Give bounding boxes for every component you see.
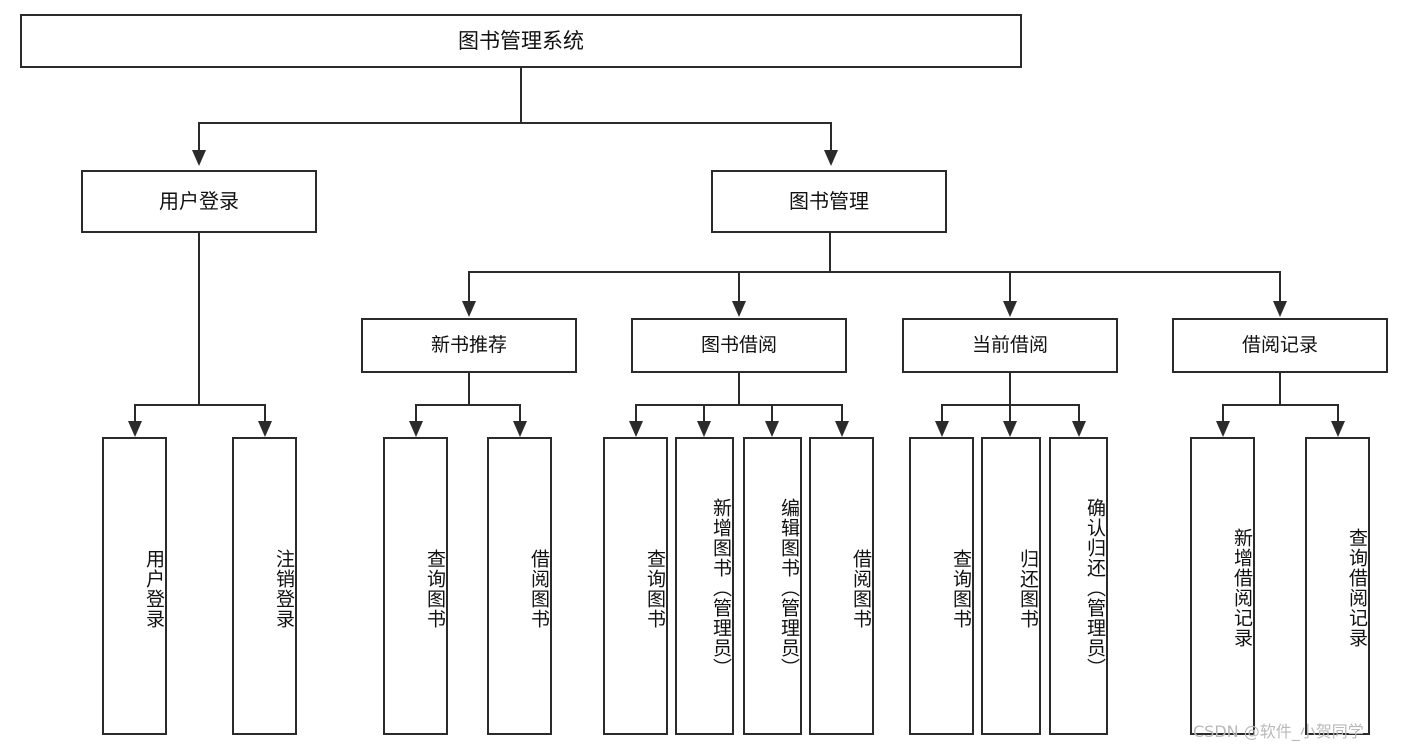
node-borrow-record-label: 借阅记录 [1241, 333, 1318, 356]
connector-book-borrow-drop-3 [771, 404, 773, 421]
node-user-login[interactable]: 用户登录 [81, 170, 317, 233]
node-leaf-query-book-1[interactable]: 查询图书 [383, 437, 448, 735]
arrow-level2-new-book-recommend [462, 301, 476, 317]
node-leaf-logout-login-label: 注销登录 [273, 549, 295, 629]
node-root-label: 图书管理系统 [458, 28, 584, 53]
node-root-system[interactable]: 图书管理系统 [20, 14, 1022, 68]
arrow-level1-book-manage [824, 150, 838, 166]
node-leaf-edit-book-label: 编辑图书（管理员） [778, 498, 800, 678]
node-book-manage-label: 图书管理 [789, 189, 869, 213]
arrow-leaf-query-book-1 [409, 421, 423, 437]
connector-level1-bus [198, 122, 832, 124]
arrow-leaf-add-book [697, 421, 711, 437]
arrow-level2-current-borrow [1003, 301, 1017, 317]
node-leaf-edit-book[interactable]: 编辑图书（管理员） [743, 437, 802, 735]
node-leaf-query-record-label: 查询借阅记录 [1346, 528, 1368, 648]
csdn-watermark: CSDN @软件_小贺同学 [1193, 722, 1364, 741]
connector-new-book-bus [415, 404, 521, 406]
node-book-borrow[interactable]: 图书借阅 [631, 318, 847, 373]
connector-level2-drop-current-borrow [1009, 271, 1011, 301]
arrow-level2-borrow-record [1273, 301, 1287, 317]
node-book-borrow-label: 图书借阅 [700, 333, 777, 356]
node-leaf-add-book-label: 新增图书（管理员） [710, 498, 732, 678]
node-book-manage[interactable]: 图书管理 [711, 170, 947, 233]
node-borrow-record[interactable]: 借阅记录 [1172, 318, 1388, 373]
arrow-leaf-return-book [1003, 421, 1017, 437]
node-leaf-add-record[interactable]: 新增借阅记录 [1190, 437, 1255, 735]
connector-new-book-drop-2 [519, 404, 521, 421]
node-leaf-confirm-return[interactable]: 确认归还（管理员） [1049, 437, 1108, 735]
node-leaf-borrow-book-1[interactable]: 借阅图书 [487, 437, 552, 735]
node-leaf-user-login[interactable]: 用户登录 [102, 437, 167, 735]
connector-user-login-drop-1 [134, 404, 136, 421]
connector-borrow-record-bus [1222, 404, 1339, 406]
connector-current-borrow-drop-1 [941, 404, 943, 421]
connector-book-manage-stem [829, 233, 831, 272]
connector-book-borrow-bus [635, 404, 843, 406]
connector-book-borrow-drop-1 [635, 404, 637, 421]
connector-borrow-record-stem [1279, 373, 1281, 405]
connector-level2-drop-borrow-record [1279, 271, 1281, 301]
arrow-level1-user-login [192, 150, 206, 166]
arrow-leaf-query-record [1331, 421, 1345, 437]
node-leaf-return-book[interactable]: 归还图书 [981, 437, 1041, 735]
connector-new-book-stem [468, 373, 470, 405]
connector-user-login-stem [198, 233, 200, 405]
arrow-leaf-query-book-3 [935, 421, 949, 437]
node-leaf-confirm-return-label: 确认归还（管理员） [1084, 498, 1106, 678]
connector-root-stem [520, 68, 522, 123]
node-leaf-query-book-3[interactable]: 查询图书 [909, 437, 974, 735]
connector-user-login-bus [134, 404, 264, 406]
node-leaf-query-record[interactable]: 查询借阅记录 [1305, 437, 1370, 735]
node-leaf-add-record-label: 新增借阅记录 [1231, 528, 1253, 648]
connector-book-borrow-drop-2 [703, 404, 705, 421]
connector-borrow-record-drop-1 [1222, 404, 1224, 421]
arrow-level2-book-borrow [732, 301, 746, 317]
connector-level2-bus [468, 271, 1280, 273]
arrow-leaf-user-login [128, 421, 142, 437]
connector-borrow-record-drop-2 [1337, 404, 1339, 421]
connector-current-borrow-drop-3 [1078, 404, 1080, 421]
node-user-login-label: 用户登录 [159, 189, 239, 213]
node-current-borrow[interactable]: 当前借阅 [902, 318, 1118, 373]
connector-current-borrow-stem [1009, 373, 1011, 405]
arrow-leaf-query-book-2 [629, 421, 643, 437]
arrow-leaf-logout-login [258, 421, 272, 437]
connector-level1-drop-book-manage [830, 122, 832, 150]
arrow-leaf-edit-book [765, 421, 779, 437]
arrow-leaf-add-record [1216, 421, 1230, 437]
connector-new-book-drop-1 [415, 404, 417, 421]
connector-level2-drop-new-book [468, 271, 470, 301]
arrow-leaf-borrow-book-2 [835, 421, 849, 437]
node-leaf-borrow-book-1-label: 借阅图书 [528, 549, 550, 629]
connector-current-borrow-drop-2 [1009, 404, 1011, 421]
arrow-leaf-borrow-book-1 [513, 421, 527, 437]
node-new-book-recommend[interactable]: 新书推荐 [361, 318, 577, 373]
node-leaf-logout-login[interactable]: 注销登录 [232, 437, 297, 735]
node-leaf-return-book-label: 归还图书 [1017, 549, 1039, 629]
node-leaf-borrow-book-2-label: 借阅图书 [850, 549, 872, 629]
connector-book-borrow-stem [738, 373, 740, 405]
arrow-leaf-confirm-return [1072, 421, 1086, 437]
connector-level2-drop-book-borrow [738, 271, 740, 301]
connector-level1-drop-user-login [198, 122, 200, 150]
node-leaf-user-login-label: 用户登录 [143, 549, 165, 629]
node-current-borrow-label: 当前借阅 [971, 333, 1048, 356]
node-leaf-query-book-2-label: 查询图书 [644, 549, 666, 629]
connector-book-borrow-drop-4 [841, 404, 843, 421]
node-leaf-query-book-2[interactable]: 查询图书 [603, 437, 668, 735]
node-leaf-borrow-book-2[interactable]: 借阅图书 [809, 437, 874, 735]
node-leaf-query-book-3-label: 查询图书 [950, 549, 972, 629]
node-leaf-query-book-1-label: 查询图书 [424, 549, 446, 629]
node-leaf-add-book[interactable]: 新增图书（管理员） [675, 437, 734, 735]
connector-user-login-drop-2 [264, 404, 266, 421]
node-new-book-recommend-label: 新书推荐 [430, 333, 507, 356]
